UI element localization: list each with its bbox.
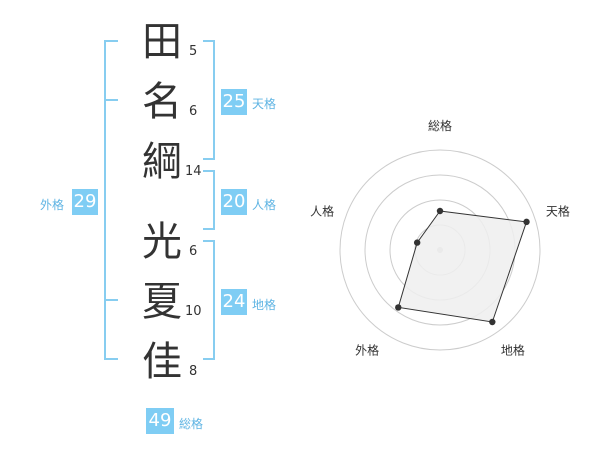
tenkaku-value: 25 xyxy=(221,89,247,115)
stroke-count-5: 10 xyxy=(185,304,202,319)
gaikaku-label: 外格 xyxy=(40,198,65,212)
name-char-3: 綱 xyxy=(142,139,182,185)
stroke-count-4: 6 xyxy=(189,244,198,259)
chikaku-value: 24 xyxy=(221,289,247,315)
name-char-5: 夏 xyxy=(142,279,182,325)
radar-axis-label: 天格 xyxy=(546,204,570,219)
name-char-1: 田 xyxy=(142,19,182,65)
jinkaku-label: 人格 xyxy=(252,198,277,212)
stroke-count-2: 6 xyxy=(189,104,198,119)
radar-point-5 xyxy=(413,239,421,246)
stroke-count-1: 5 xyxy=(189,44,198,59)
radar-axis-label: 総格 xyxy=(428,118,452,133)
gaikaku-value: 29 xyxy=(72,189,98,215)
radar-axis-label: 地格 xyxy=(501,342,525,357)
radar-point-1 xyxy=(436,207,444,215)
soukaku-label: 総格 xyxy=(179,417,204,431)
name-char-4: 光 xyxy=(142,219,182,265)
radar-axis-label: 人格 xyxy=(310,204,334,219)
soukaku-value: 49 xyxy=(146,408,174,434)
jinkaku-value: 20 xyxy=(221,189,247,215)
radar-point-3 xyxy=(489,318,496,326)
stroke-count-3: 14 xyxy=(185,164,202,179)
radar-point-2 xyxy=(523,218,530,226)
stroke-count-6: 8 xyxy=(189,364,198,379)
chikaku-label: 地格 xyxy=(252,298,277,312)
radar-grid-ring xyxy=(339,149,541,351)
radar-area xyxy=(397,210,528,323)
name-char-6: 佳 xyxy=(142,339,182,385)
radar-axis-label: 外格 xyxy=(355,342,379,357)
radar-point-4 xyxy=(395,304,402,311)
name-char-2: 名 xyxy=(142,79,182,125)
tenkaku-label: 天格 xyxy=(252,97,277,111)
